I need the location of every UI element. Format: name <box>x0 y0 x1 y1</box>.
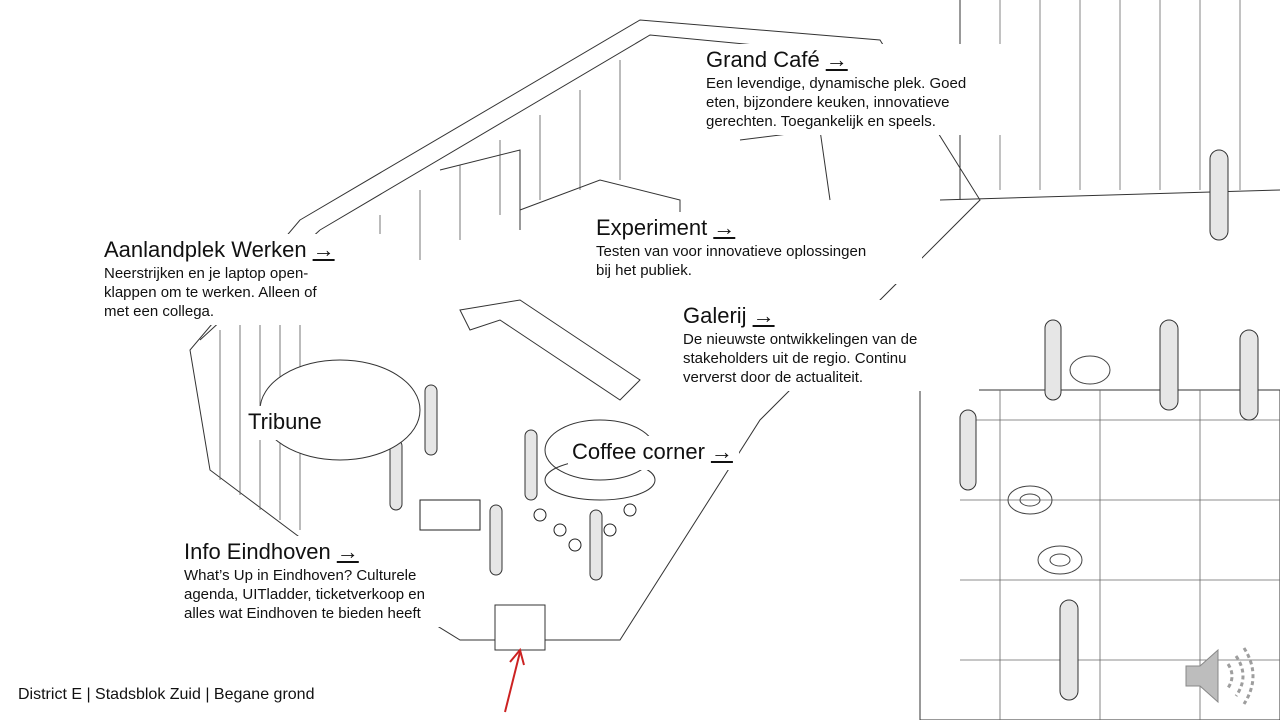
entrance-arrow-icon <box>504 647 525 713</box>
label-tribune: Tribune <box>244 406 328 440</box>
experiment-link[interactable]: → <box>713 215 736 240</box>
label-experiment: Experiment→ Testen van voor innovatieve … <box>592 212 922 284</box>
galerij-title: Galerij→ <box>683 303 775 328</box>
coffee-corner-title: Coffee corner→ <box>572 439 733 464</box>
tribune-title: Tribune <box>248 409 322 434</box>
galerij-description: De nieuwste ontwikkelingen van de stakeh… <box>683 331 918 386</box>
info-eindhoven-title: Info Eindhoven→ <box>184 539 359 564</box>
galerij-link[interactable]: → <box>752 303 775 328</box>
info-eindhoven-description: What’s Up in Eindhoven? Culturele agenda… <box>184 567 425 622</box>
label-aanlandplek-werken: Aanlandplek Werken→ Neerstrijken en je l… <box>100 234 390 325</box>
building-outline <box>189 19 981 641</box>
aanlandplek-title: Aanlandplek Werken→ <box>104 237 335 262</box>
grand-cafe-link[interactable]: → <box>825 47 848 72</box>
coffee-corner-link[interactable]: → <box>710 439 733 464</box>
aanlandplek-description: Neerstrijken en je laptop open- klappen … <box>104 265 317 320</box>
info-eindhoven-link[interactable]: → <box>336 539 359 564</box>
experiment-title: Experiment→ <box>596 215 736 240</box>
label-grand-cafe: Grand Café→ Een levendige, dynamische pl… <box>702 44 1012 135</box>
grand-cafe-description: Een levendige, dynamische plek. Goed ete… <box>706 75 967 130</box>
experiment-description: Testen van voor innovatieve oplossingen … <box>596 243 867 279</box>
aanlandplek-link[interactable]: → <box>312 237 335 262</box>
speaker-audio-icon[interactable] <box>1180 640 1264 712</box>
slide-footer: District E | Stadsblok Zuid | Begane gro… <box>18 686 315 703</box>
label-coffee-corner: Coffee corner→ <box>568 436 739 470</box>
label-info-eindhoven: Info Eindhoven→ What’s Up in Eindhoven? … <box>180 536 480 627</box>
grand-cafe-title: Grand Café→ <box>706 47 848 72</box>
label-galerij: Galerij→ De nieuwste ontwikkelingen van … <box>679 300 979 391</box>
